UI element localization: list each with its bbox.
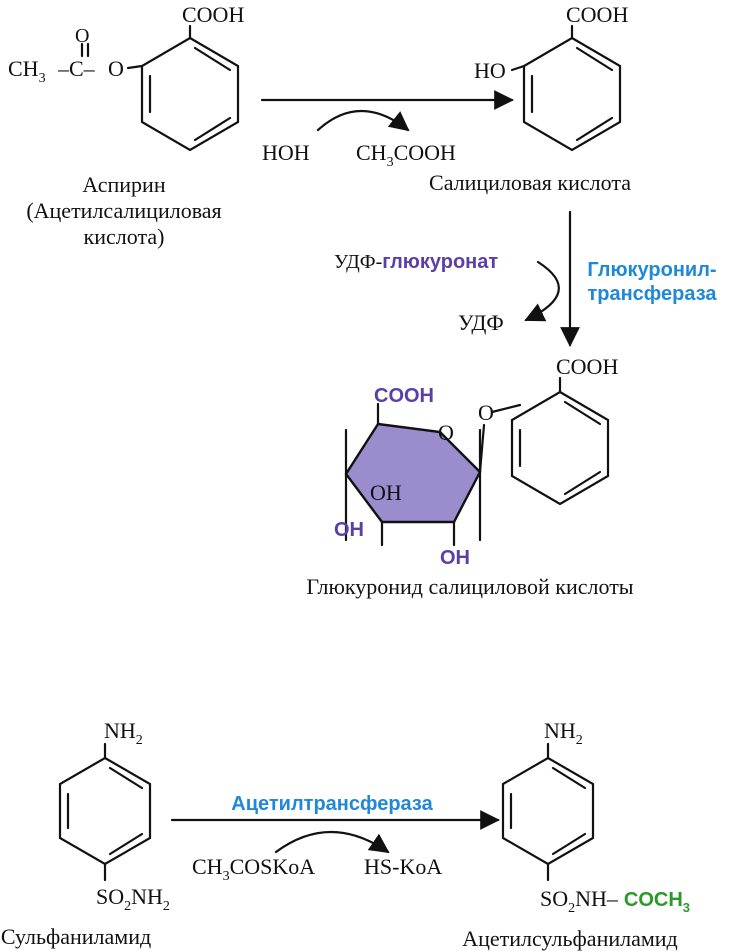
ring-double-bond xyxy=(108,766,144,790)
sulfanilamide-ring xyxy=(58,756,152,866)
salicylic-name: Салициловая кислота xyxy=(429,170,631,195)
ring-double-bond xyxy=(551,766,587,790)
aspirin-structure: COOH O CH3 –C– O Аспирин (Ацетилсалицило… xyxy=(8,2,244,249)
reagent-hoh: HOH xyxy=(262,140,310,165)
sulfanilamide-name: Сульфаниламид xyxy=(1,924,151,949)
bond-to-ester-o xyxy=(126,64,144,70)
ring-double-bond xyxy=(563,470,602,496)
aspirin-name-2: (Ацетилсалициловая xyxy=(26,198,221,223)
udp-glucuronate: УДФ-глюкуронат xyxy=(334,251,498,273)
product-ring xyxy=(501,756,595,866)
product-benzene-ring xyxy=(510,390,610,506)
sulfanilamide-structure: NH2 SO2NH2 Сульфаниламид xyxy=(1,718,170,949)
ring-double-bond xyxy=(193,116,232,142)
curved-arrow xyxy=(274,830,390,854)
glucuronide-oh-bottom: OH xyxy=(440,547,470,569)
aspirin-carbonyl-o: O xyxy=(75,25,89,47)
enzyme-glucuronyltransferase-1: Глюкуронил- xyxy=(587,259,716,281)
enzyme-glucuronyltransferase-2: трансфераза xyxy=(587,283,717,305)
ring-double-bond xyxy=(193,46,232,72)
glucuronidation-step: УДФ-глюкуронат УДФ Глюкуронил- трансфера… xyxy=(334,210,717,347)
glucuronide-oh-left: OH xyxy=(334,519,364,541)
glucuronide-name: Глюкуронид салициловой кислоты xyxy=(306,574,633,599)
aspirin-ester-o: O xyxy=(108,56,124,81)
curved-arrow xyxy=(316,110,410,132)
bridge-oxygen: O xyxy=(478,400,494,425)
reagent-hs-koa: HS-KoA xyxy=(364,854,442,879)
aspirin-benzene-ring xyxy=(140,36,240,152)
enzyme-acetyltransferase: Ацетилтрансфераза xyxy=(231,793,433,815)
salicylic-ho: HO xyxy=(474,58,506,83)
ring-double-bond xyxy=(551,832,587,856)
glucuronide-cooh: COOH xyxy=(374,385,434,407)
ring-double-bond xyxy=(575,46,614,72)
bond-bridge xyxy=(490,403,522,414)
udp-released: УДФ xyxy=(458,310,504,335)
acetylation-arrow: Ацетилтрансфераза CH3COSKoA HS-KoA xyxy=(170,793,500,884)
curved-arrow xyxy=(524,260,560,322)
aspirin-ch3: CH3 xyxy=(8,56,46,86)
ring-double-bond xyxy=(108,832,144,856)
aspirin-name-3: кислота) xyxy=(84,224,165,249)
ring-double-bond xyxy=(563,400,602,426)
bond-to-bridge-o xyxy=(478,423,486,474)
reagent-acetic-acid: CH3COOH xyxy=(356,140,456,170)
hydrolysis-arrow: HOH CH3COOH xyxy=(260,90,514,170)
product-so2nh-acetyl: SO2NH–COCH3 xyxy=(540,886,690,916)
acetylsulfanilamide-name: Ацетилсульфаниламид xyxy=(462,926,678,951)
aspirin-cooh: COOH xyxy=(182,2,244,27)
acetylsulfanilamide-structure: NH2 SO2NH–COCH3 Ацетилсульфаниламид xyxy=(462,718,690,951)
sulfanilamide-nh2: NH2 xyxy=(104,718,143,748)
glucuronic-ring xyxy=(344,422,482,524)
ring-double-bond xyxy=(575,116,614,142)
reagent-acetyl-coa: CH3COSKoA xyxy=(192,854,315,884)
glucuronide-oh-inner: OH xyxy=(370,480,402,505)
salicylic-cooh: COOH xyxy=(566,2,628,27)
sulfanilamide-so2nh2: SO2NH2 xyxy=(96,884,170,914)
aspirin-c: –C– xyxy=(57,56,96,81)
aspirin-name-1: Аспирин xyxy=(82,172,165,197)
bond-to-oh xyxy=(510,64,526,72)
ring-oxygen: O xyxy=(438,420,454,445)
salicylic-benzene-ring xyxy=(522,36,622,152)
product-cooh: COOH xyxy=(556,354,618,379)
glucuronide-structure: COOH O O OH OH OH COOH Глюкуронид салици… xyxy=(306,354,633,599)
salicylic-acid-structure: COOH HO Салициловая кислота xyxy=(429,2,631,195)
product-nh2: NH2 xyxy=(544,718,583,748)
